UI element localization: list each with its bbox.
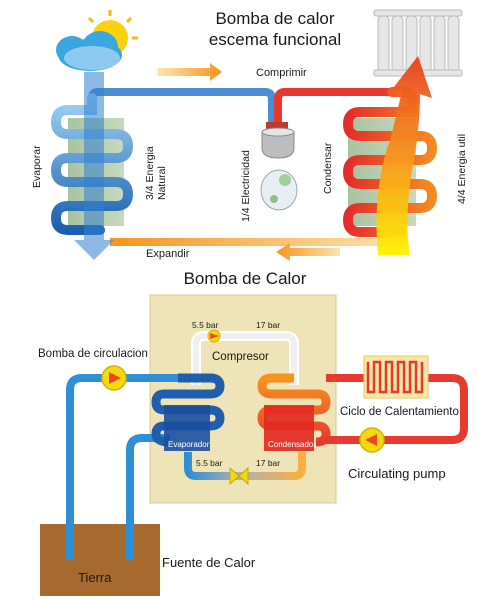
circulating-pump-label: Circulating pump <box>348 466 446 481</box>
pressure-label-bottom-right: 17 bar <box>256 458 281 468</box>
evaporator-label: Evaporador <box>168 440 210 449</box>
heating-cycle-pipe <box>326 374 468 444</box>
title-line-1: Bomba de calor <box>215 9 335 28</box>
natural-energy-line-2: Natural <box>156 166 168 200</box>
heating-cycle-label: Ciclo de Calentamiento <box>340 406 459 418</box>
hot-pipe-top <box>274 88 392 122</box>
compressor-label: Compresor <box>212 351 269 363</box>
compress-arrow <box>158 63 222 81</box>
evaporate-label: Evaporar <box>31 145 43 188</box>
circulating-pump-icon <box>359 427 385 453</box>
condenser-coil <box>342 87 438 237</box>
natural-energy-label: 3/4 Energia Natural <box>144 146 168 200</box>
radiator-icon <box>373 9 463 77</box>
heat-source-label: Fuente de Calor <box>162 555 256 570</box>
condenser-label: Condensador <box>268 440 317 449</box>
pressure-label-top-right: 17 bar <box>256 320 281 330</box>
natural-energy-line-1: 3/4 Energia <box>144 146 156 200</box>
bottom-title: Bomba de Calor <box>183 269 307 288</box>
evaporator-coil <box>50 93 134 235</box>
expansion-valve-icon <box>229 466 249 486</box>
condenser-block <box>264 405 314 451</box>
earth-label: Tierra <box>78 570 112 585</box>
ground-loop-pipe <box>66 374 178 560</box>
title-line-2: escema funcional <box>208 30 342 49</box>
earth-block <box>40 524 160 596</box>
useful-energy-label: 4/4 Energia util <box>456 133 468 204</box>
expand-label: Expandir <box>146 248 190 260</box>
diagram-title: Bomba de calor escema funcional <box>195 8 355 50</box>
pressure-label-bottom-left: 5.5 bar <box>196 458 223 468</box>
compress-pipe <box>88 88 276 122</box>
compress-label: Comprimir <box>256 67 307 79</box>
ground-loop-return <box>126 434 170 560</box>
heat-flow-arrow <box>376 56 432 255</box>
expand-arrow <box>276 243 340 261</box>
electricity-label: 1/4 Electricidad <box>240 150 252 222</box>
compressor-ports <box>207 329 221 343</box>
heating-coil <box>366 360 424 394</box>
condenser-coil-unit <box>257 373 331 447</box>
evaporator-block <box>164 405 210 451</box>
pressure-label-top-left: 5.5 bar <box>192 320 219 330</box>
cold-flow-arrow <box>74 72 114 260</box>
condense-label: Condensar <box>322 142 334 194</box>
compressor-icon <box>260 122 298 211</box>
circulation-pump-icon <box>101 365 127 391</box>
circulation-pump-label: Bomba de circulacion <box>38 348 148 360</box>
weather-icon <box>56 10 138 71</box>
